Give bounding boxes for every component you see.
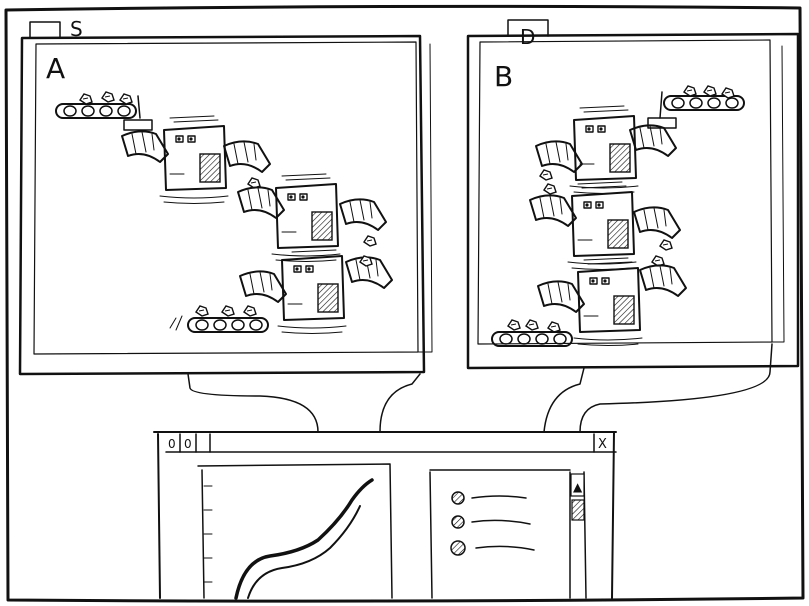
scrollbar[interactable]: ▲ bbox=[569, 471, 587, 599]
scroll-up-arrow[interactable]: ▲ bbox=[573, 480, 583, 494]
hatched-circle-icon bbox=[451, 515, 465, 529]
hatched-circle-icon bbox=[450, 540, 466, 556]
panel-tab-label: D bbox=[520, 25, 535, 49]
trend-curve bbox=[234, 478, 374, 600]
close-button[interactable]: X bbox=[598, 437, 607, 452]
panel-a[interactable]: S A bbox=[18, 17, 433, 376]
window-tab-button[interactable]: 0 bbox=[184, 437, 192, 451]
hatched-circle-icon bbox=[451, 491, 465, 505]
connector-wire bbox=[187, 373, 319, 433]
outer-frame bbox=[4, 4, 805, 603]
scroll-thumb bbox=[571, 499, 585, 521]
chart-pane bbox=[197, 463, 393, 600]
legend-pane bbox=[429, 469, 571, 599]
panel-tab-label: S bbox=[70, 17, 83, 41]
panel-label: A bbox=[46, 52, 65, 85]
window-tab-button[interactable]: 0 bbox=[168, 437, 176, 451]
panel-label: B bbox=[494, 60, 513, 93]
connector-wire bbox=[543, 367, 585, 433]
connector-wire bbox=[379, 373, 421, 433]
connector-wire bbox=[579, 343, 773, 433]
panel-b[interactable]: D B bbox=[466, 19, 800, 370]
bottom-window[interactable]: 0 0 X ▲ bbox=[153, 431, 617, 600]
